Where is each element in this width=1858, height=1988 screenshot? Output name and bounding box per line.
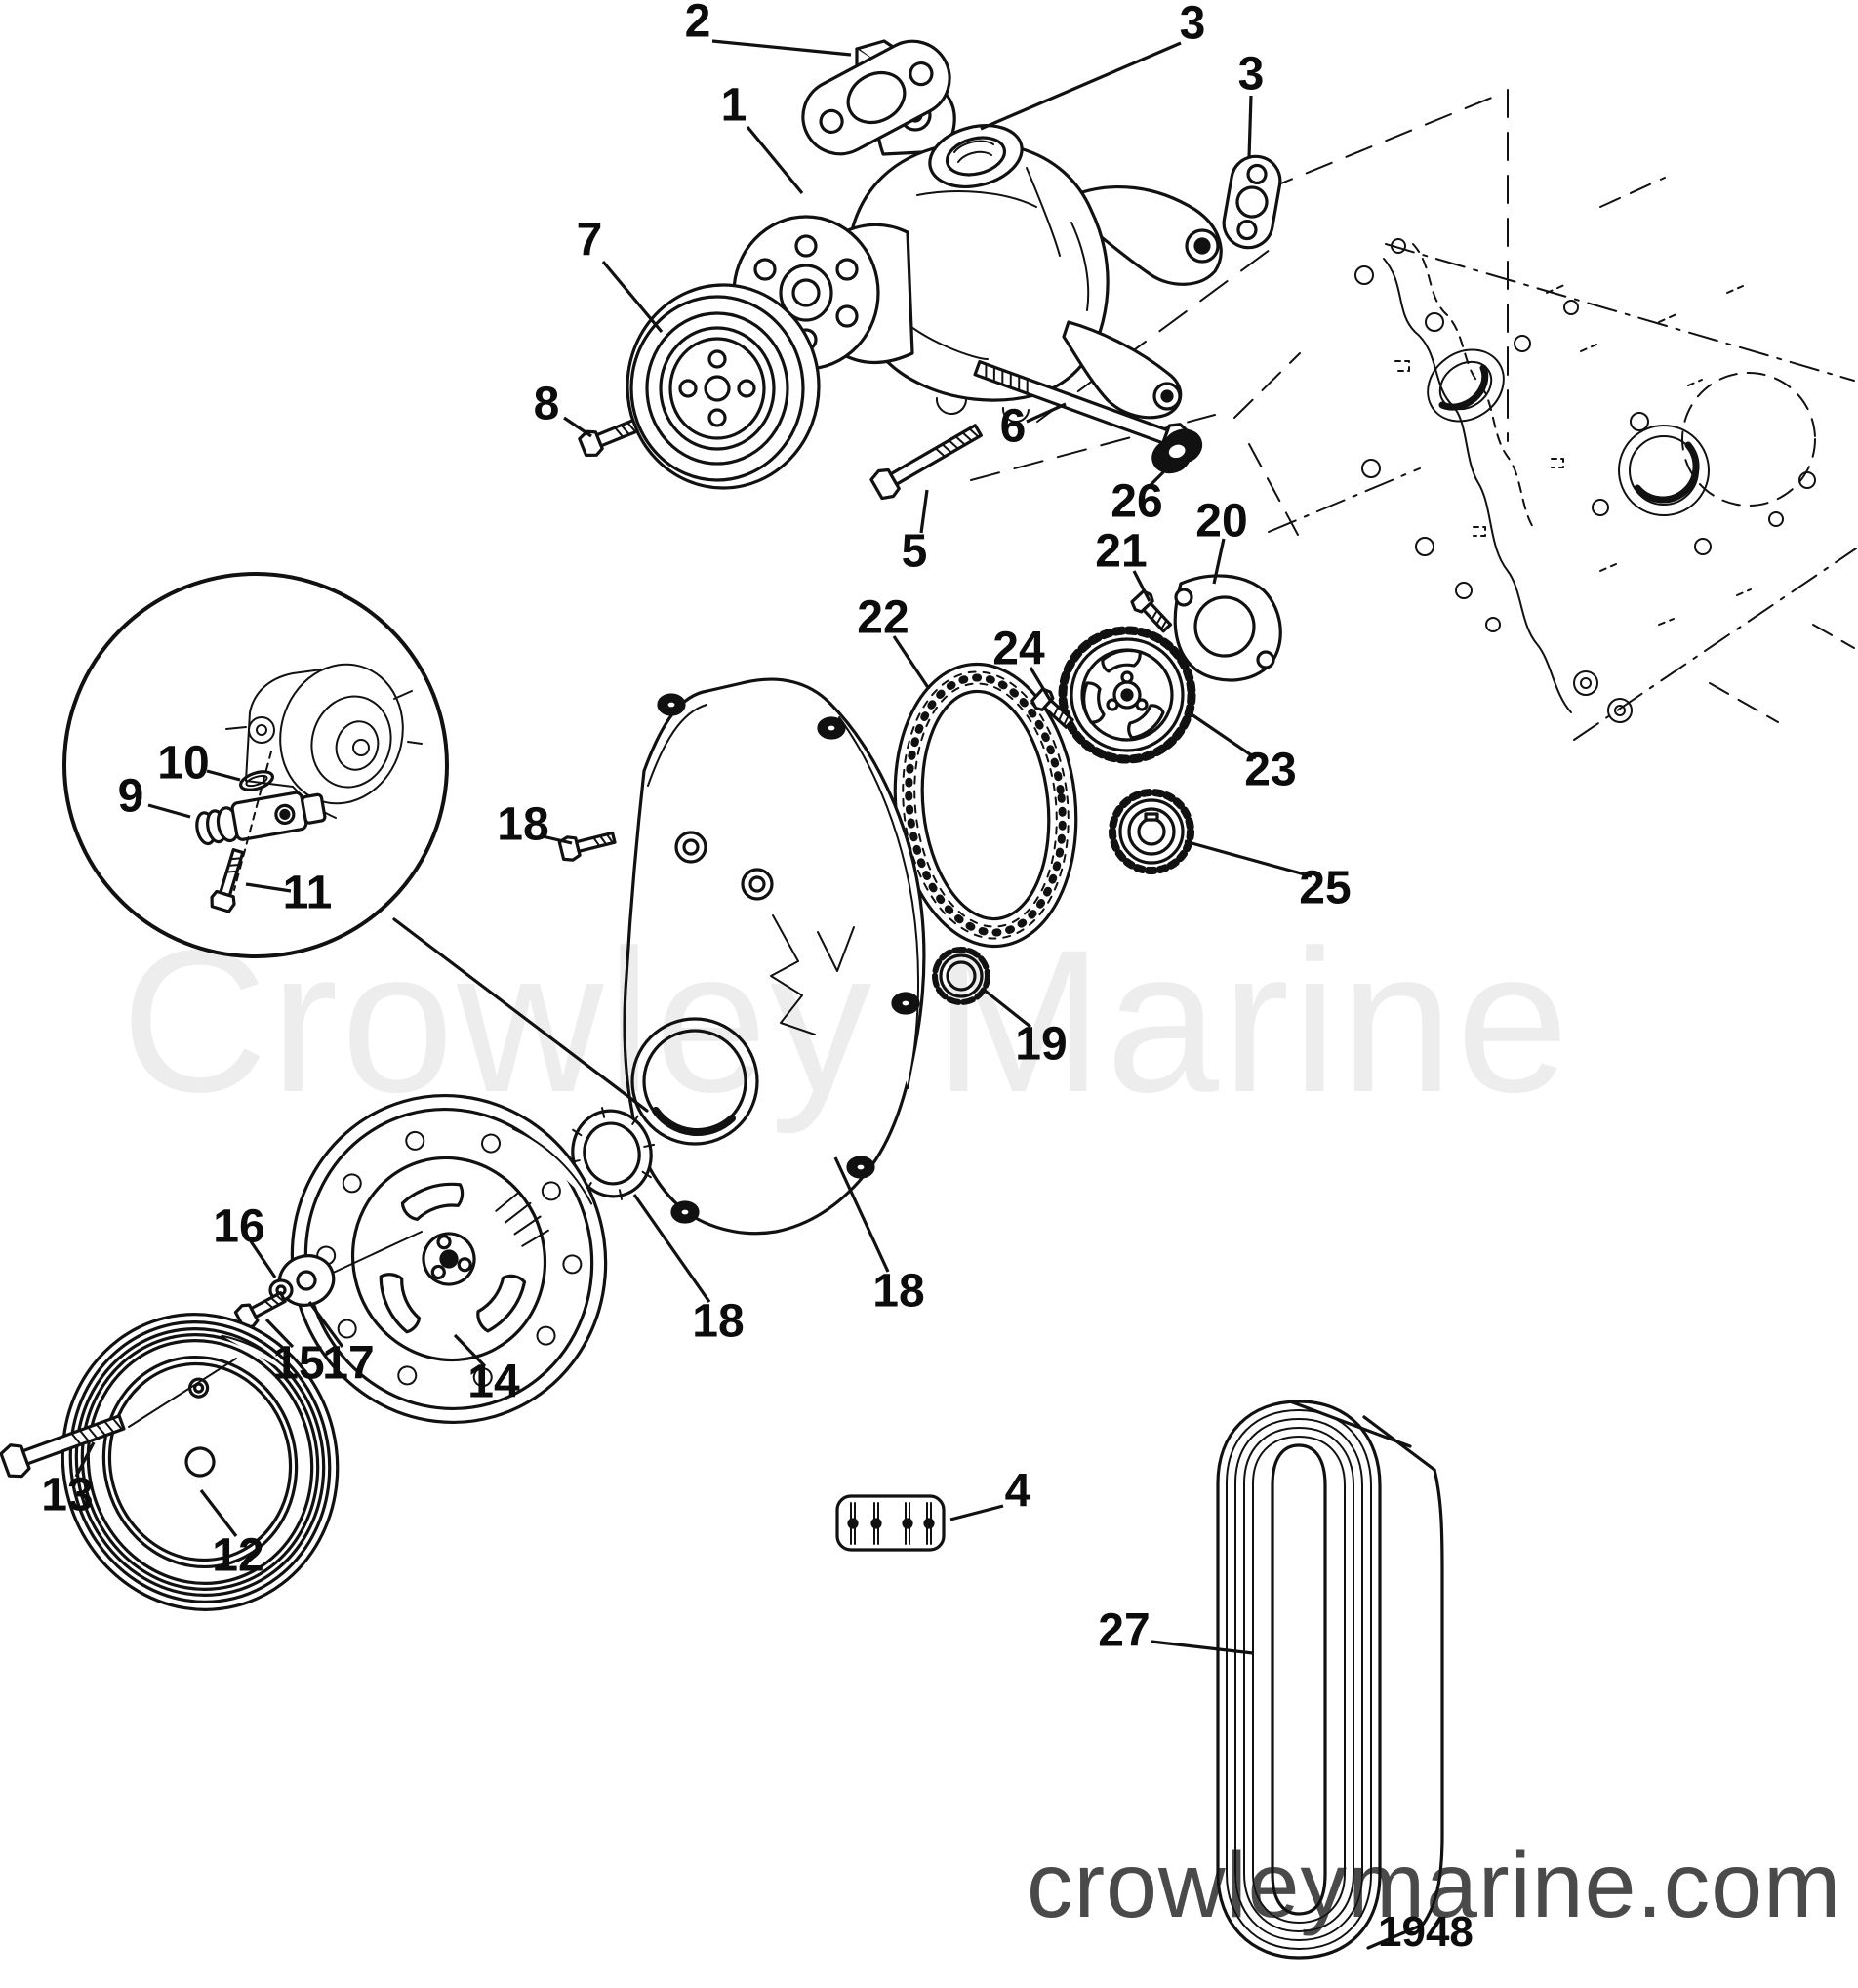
callout-label-25: 25: [1299, 863, 1351, 914]
nut-26-drawing: [1151, 428, 1203, 474]
callout-leader-18: [833, 1156, 890, 1273]
callout-label-5: 5: [902, 526, 928, 578]
callout-label-3: 3: [1238, 49, 1265, 101]
callout-leader-3: [980, 41, 1182, 131]
callout-label-17: 17: [322, 1338, 374, 1390]
bolt-5-drawing: [869, 424, 983, 501]
callout-leader-3: [1247, 95, 1253, 159]
callout-leader-22: [892, 635, 931, 690]
callout-leader-17: [307, 1301, 344, 1348]
callout-label-7: 7: [577, 215, 603, 266]
inset-ghost-pump-drawing: [225, 663, 423, 819]
callout-label-13: 13: [41, 1470, 93, 1521]
callout-leader-5: [919, 489, 929, 534]
gasket-upper-drawing: [801, 39, 951, 156]
site-credit-text: crowleymarine.com: [1027, 1834, 1842, 1937]
callout-leader-8: [563, 416, 592, 438]
callout-leader-18: [542, 834, 573, 845]
callout-label-24: 24: [992, 624, 1045, 675]
callout-leader-20: [1212, 538, 1226, 585]
callout-leader-21: [1132, 570, 1151, 602]
callout-leader-23: [1188, 710, 1257, 760]
callout-label-26: 26: [1111, 476, 1162, 528]
callout-label-3: 3: [1180, 0, 1206, 50]
balancer-hardware-drawing: [233, 1231, 423, 1330]
callout-label-23: 23: [1244, 745, 1296, 796]
callout-label-11: 11: [283, 868, 333, 919]
gasket-20-drawing: [1173, 574, 1282, 682]
callout-label-14: 14: [467, 1357, 520, 1408]
callout-leader-26: [1148, 461, 1175, 488]
callout-label-9: 9: [118, 771, 144, 823]
timing-chain-drawing: [893, 662, 1078, 949]
callout-label-27: 27: [1098, 1605, 1150, 1657]
callout-label-12: 12: [212, 1530, 263, 1582]
callout-leader-7: [601, 260, 664, 334]
gasket-right-drawing: [1222, 154, 1282, 250]
timing-cover-drawing: [623, 677, 926, 1236]
callout-leader-14: [453, 1333, 487, 1368]
callout-leader-19: [983, 988, 1031, 1029]
callout-leader-13: [74, 1441, 96, 1478]
o-ring-drawing: [239, 770, 274, 791]
callout-leader-25: [1184, 839, 1313, 878]
callout-label-15: 15: [272, 1338, 324, 1390]
callout-label-16: 16: [213, 1201, 264, 1253]
callout-leader-15: [264, 1318, 295, 1349]
callout-label-21: 21: [1095, 526, 1147, 578]
bolt-11-drawing: [210, 848, 245, 913]
cam-sprocket-drawing: [1058, 626, 1196, 764]
washer-19-drawing: [932, 947, 990, 1005]
callout-label-4: 4: [1005, 1466, 1031, 1518]
callout-leader-12: [199, 1489, 238, 1537]
engine-block-ghost-drawing: [1266, 89, 1857, 741]
callout-leader-9: [147, 803, 191, 819]
water-pump-pulley-drawing: [626, 283, 821, 490]
serpentine-belt-drawing: [1216, 1400, 1444, 1960]
callout-label-22: 22: [857, 592, 909, 644]
crank-pulley-drawing: [61, 1313, 340, 1611]
callout-label-6: 6: [1000, 401, 1027, 453]
bolt-18-drawing: [557, 831, 617, 862]
callout-leader-27: [1151, 1640, 1254, 1655]
bolt-24-drawing: [1030, 687, 1074, 729]
crank-seal-drawing: [568, 1107, 656, 1200]
callout-leader-6: [1026, 402, 1067, 424]
callout-label-2: 2: [685, 0, 711, 48]
callout-leader-2: [711, 39, 852, 57]
page-number: 1948: [1378, 1908, 1474, 1956]
spacer-strip-drawing: [835, 1494, 946, 1552]
callout-label-1: 1: [721, 80, 747, 132]
callout-leader-11: [245, 882, 292, 893]
bolt-13-drawing: [0, 1414, 126, 1479]
bolt-8-drawing: [578, 419, 639, 457]
sensor-drawing: [195, 791, 327, 846]
callout-leader-24: [1029, 667, 1052, 701]
crank-sprocket-drawing: [1109, 789, 1194, 874]
alignment-dash-lines: [970, 246, 1301, 536]
callout-leader-18: [632, 1194, 711, 1303]
watermark-text: Crowley Marine: [121, 909, 1572, 1135]
callout-label-10: 10: [157, 738, 209, 790]
callout-label-19: 19: [1015, 1019, 1067, 1071]
callout-leader-10: [206, 769, 241, 782]
callout-leader-16: [249, 1240, 277, 1278]
callout-label-18: 18: [497, 799, 548, 851]
callout-label-18: 18: [872, 1266, 924, 1318]
inset-detail-circle: [62, 572, 649, 1113]
callout-leader-1: [746, 125, 804, 195]
callout-label-8: 8: [534, 379, 560, 430]
water-pump-drawing: [732, 80, 1223, 423]
callout-leader-4: [949, 1504, 1004, 1521]
callout-label-20: 20: [1195, 496, 1247, 548]
callout-label-18: 18: [692, 1296, 744, 1348]
